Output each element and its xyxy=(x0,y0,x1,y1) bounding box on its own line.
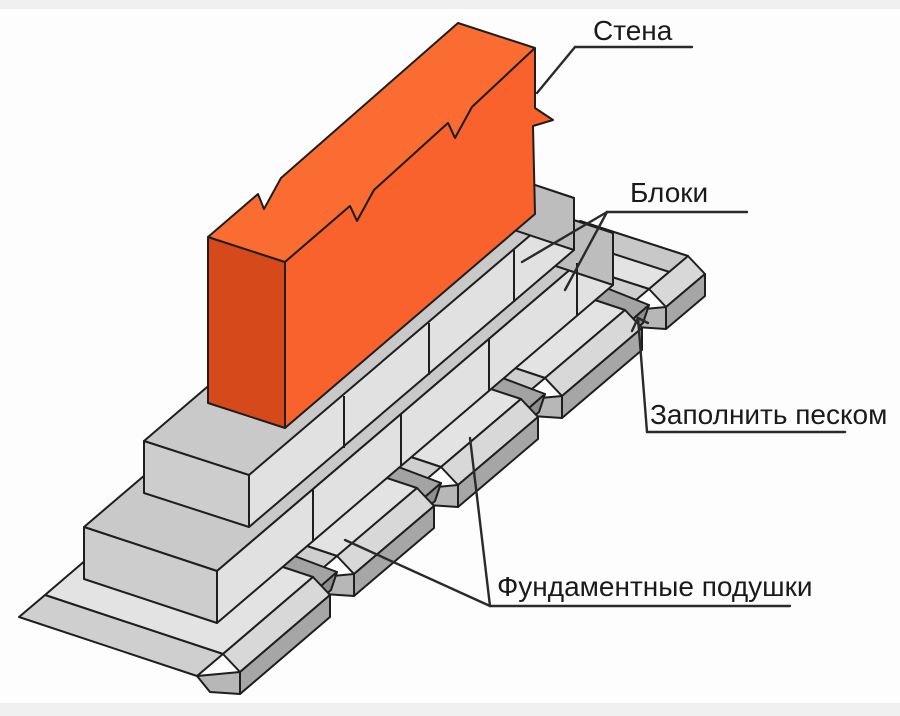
sand-annotation: Заполнить песком xyxy=(630,316,887,434)
wall-leader-line xyxy=(535,45,577,95)
pads-annotation: Фундаментные подушки xyxy=(343,436,813,608)
pads-label: Фундаментные подушки xyxy=(497,571,813,602)
pads-leader-line-2 xyxy=(343,538,492,608)
wall-annotation: Стена xyxy=(535,15,694,95)
wall-end-face xyxy=(207,236,286,429)
wall xyxy=(207,22,554,429)
bottom-edge-bar xyxy=(0,703,900,716)
sand-leader-arrowhead xyxy=(630,316,650,333)
blocks-leader-line-2 xyxy=(563,210,609,292)
blocks-leader-line-1 xyxy=(520,210,609,264)
block-course-left-end xyxy=(143,440,250,528)
block-course-left-end xyxy=(83,526,218,624)
blocks-annotation: Блоки xyxy=(520,177,749,292)
pad-corner-face xyxy=(196,671,241,695)
annotations: Стена Блоки Заполнить песком Фундаментны… xyxy=(343,15,887,608)
wall-label: Стена xyxy=(593,15,673,46)
top-edge-bar xyxy=(0,0,900,9)
blocks-label: Блоки xyxy=(630,177,708,208)
sand-leader-line xyxy=(636,316,649,434)
pads-leader-line-1 xyxy=(468,436,492,608)
sand-label: Заполнить песком xyxy=(650,399,887,430)
wall-front-face xyxy=(284,47,554,429)
